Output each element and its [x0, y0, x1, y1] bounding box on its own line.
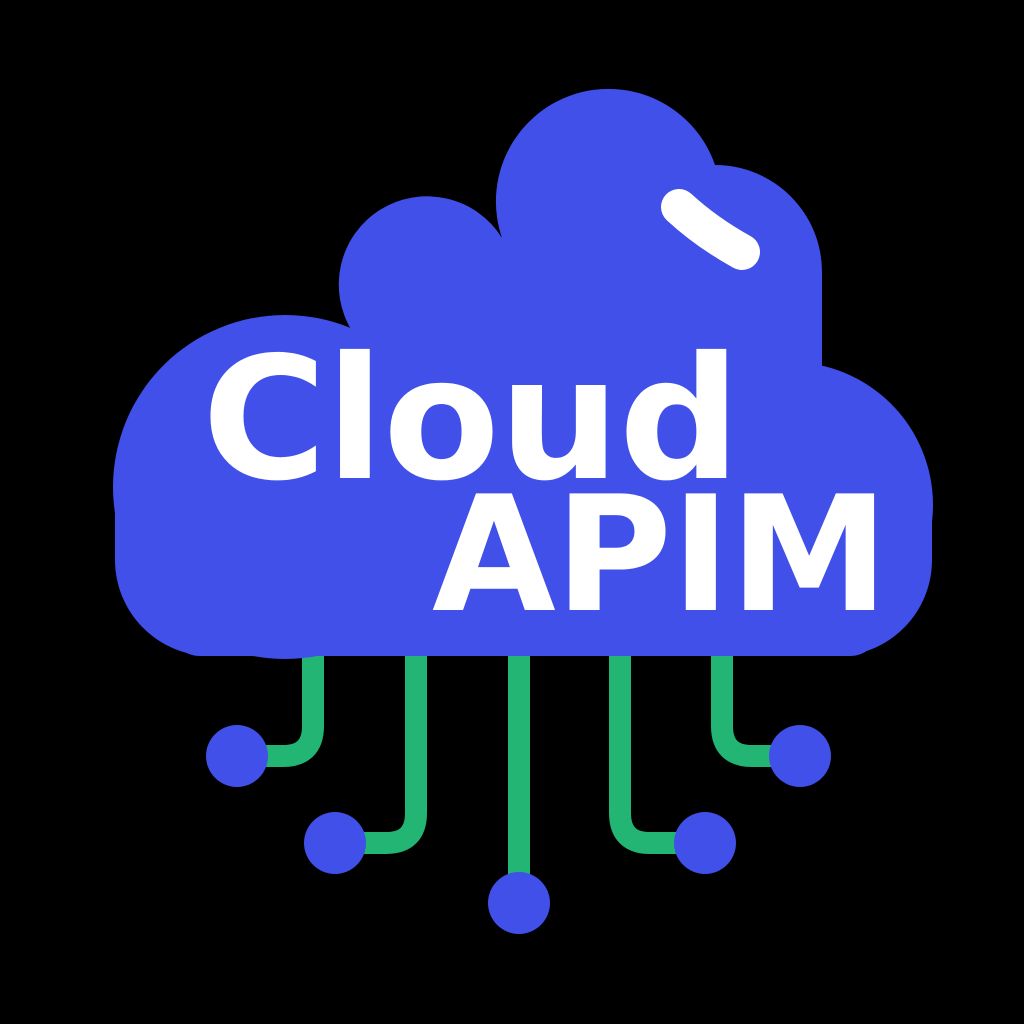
circuit-traces [245, 640, 792, 890]
circuit-node-center [488, 872, 550, 934]
cloud-gloss-highlight-icon [661, 189, 760, 270]
wordmark: Cloud APIM [202, 321, 889, 648]
wordmark-line-cloud: Cloud [202, 321, 740, 519]
cloud-lobe-left-bump [348, 232, 492, 376]
circuit-nodes [206, 725, 831, 934]
circuit-trace-left-outer [245, 640, 324, 767]
circuit-node-left-inner [304, 812, 366, 874]
circuit-node-left-outer [206, 725, 268, 787]
circuit-trace-left-inner [343, 640, 427, 854]
wordmark-line-apim: APIM [432, 461, 888, 648]
cloud-base-block-wide [170, 430, 880, 656]
circuit-node-right-outer [769, 725, 831, 787]
circuit-trace-right-inner [609, 640, 697, 854]
circuit-trace-right-outer [711, 640, 792, 767]
circuit-node-right-inner [674, 812, 736, 874]
